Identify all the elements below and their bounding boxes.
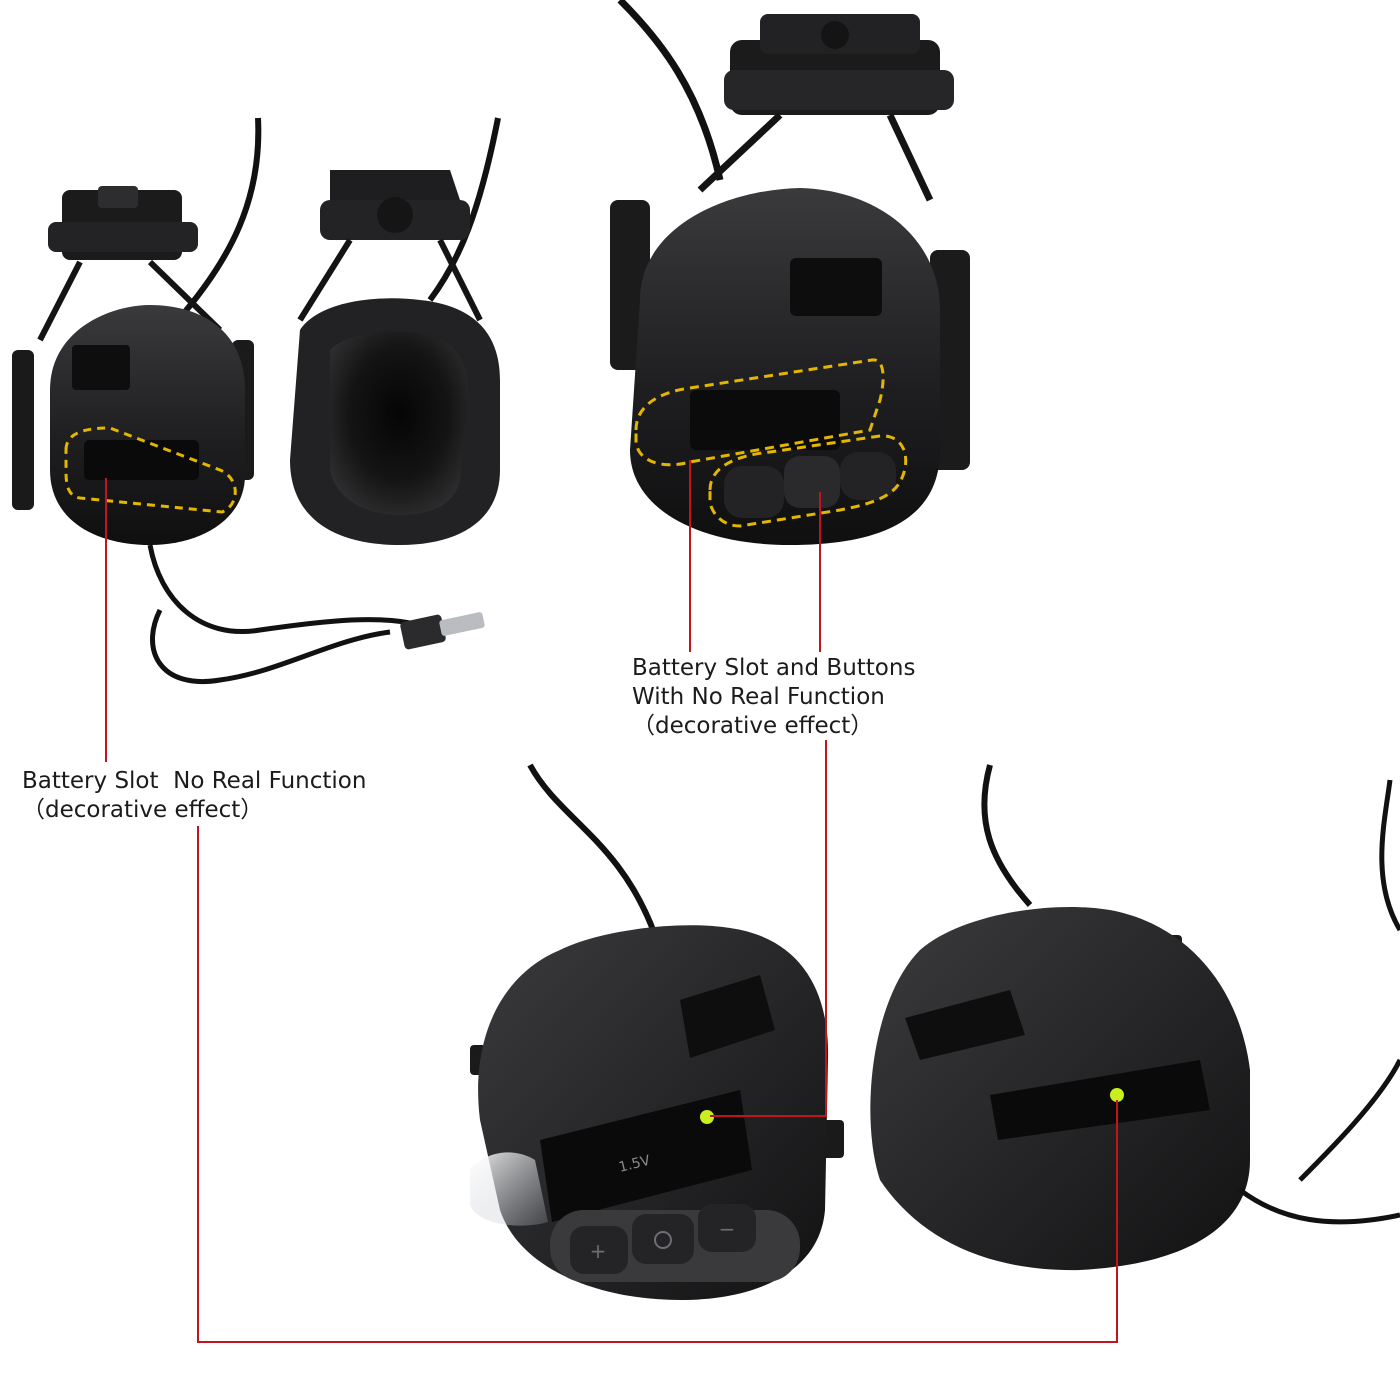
headset-pair-front-view [12, 115, 501, 684]
earmuff-right-cushion [290, 298, 500, 545]
ptt-plug-connector [400, 612, 485, 650]
minus-button-icon: − [719, 1217, 736, 1241]
leader-to-left-led [710, 740, 827, 1117]
callout-leader-lines [105, 460, 1118, 1343]
decorative-button-group-closeup [708, 434, 908, 528]
plus-button-icon: + [590, 1239, 607, 1263]
earmuff-closeup-top [610, 0, 970, 545]
callout-line: With No Real Function [632, 684, 885, 710]
callout-battery-slot: Battery Slot No Real Function （decorative… [22, 767, 366, 825]
helmet-rail-mount-closeup [697, 14, 954, 202]
callout-line: （decorative effect） [22, 797, 264, 823]
leader-to-right-led [197, 826, 1118, 1343]
callout-line: （decorative effect） [632, 713, 874, 739]
callout-line: Battery Slot No Real Function [22, 768, 367, 794]
indicator-led-right [1110, 1088, 1124, 1102]
earmuff-bottom-right [870, 764, 1400, 1271]
battery-slot-highlight-closeup [634, 358, 885, 467]
helmet-rail-mount-right [297, 170, 483, 322]
battery-slot-highlight [64, 426, 237, 514]
helmet-rail-mount-left [37, 186, 223, 342]
earmuff-bottom-left: 1.5V + − [470, 763, 844, 1300]
callout-line: Battery Slot and Buttons [632, 655, 916, 681]
indicator-led-left [700, 1110, 714, 1124]
decorative-button-row: + − [550, 1204, 800, 1282]
power-button-icon [654, 1231, 672, 1249]
battery-voltage-label: 1.5V [617, 1153, 652, 1176]
earmuff-left-cup [12, 305, 421, 684]
